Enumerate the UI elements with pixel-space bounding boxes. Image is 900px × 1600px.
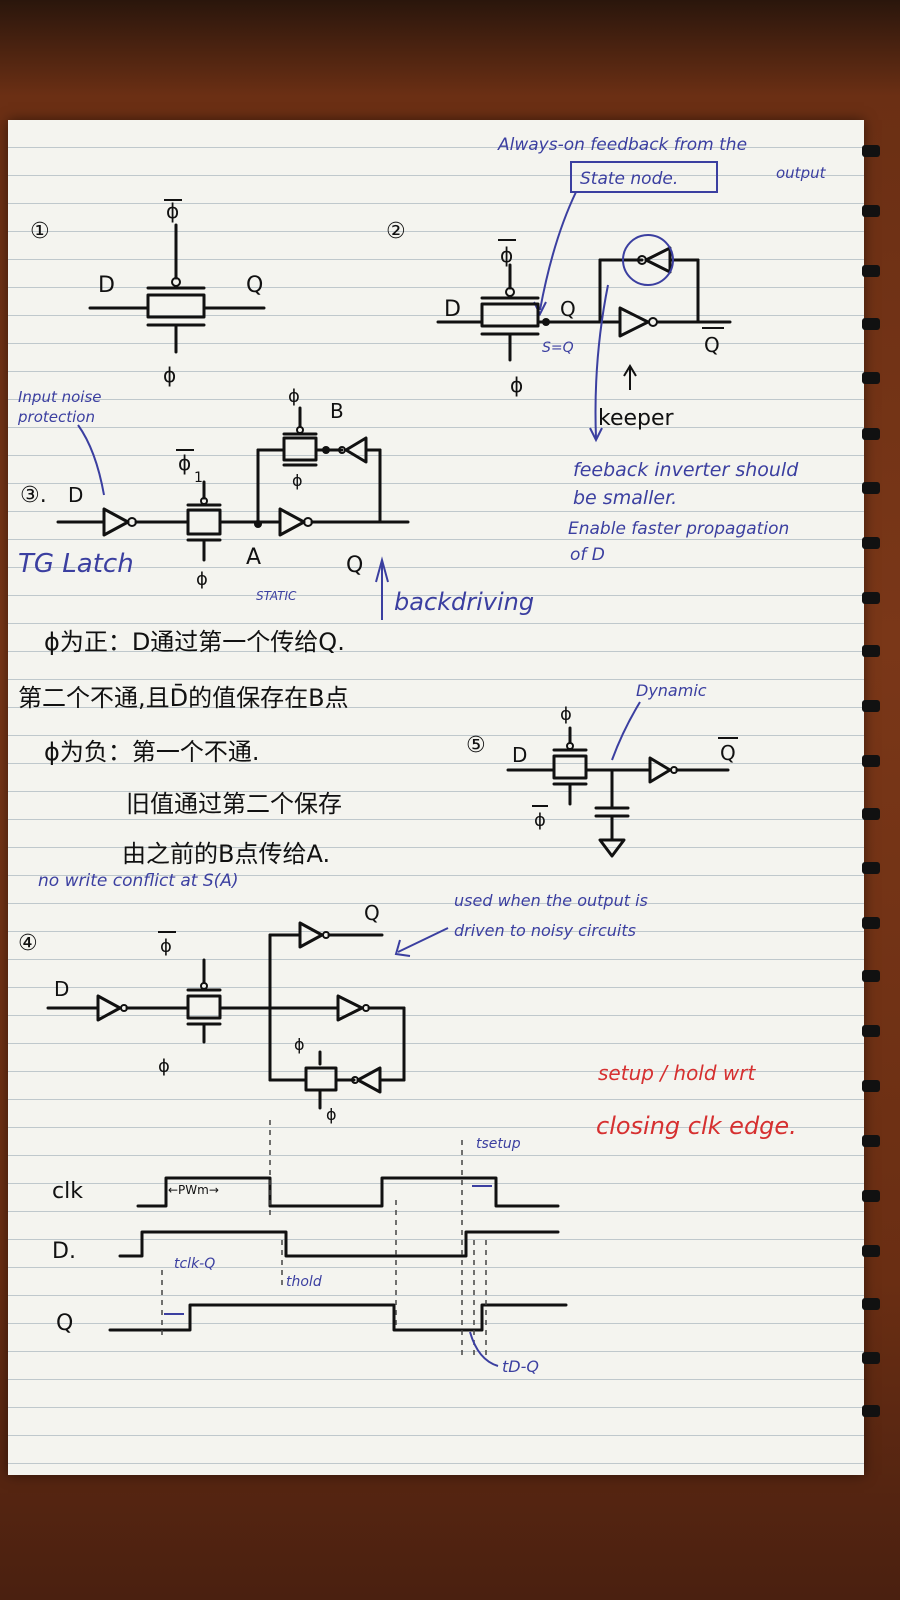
pw-label: ←PWm→: [168, 1183, 219, 1197]
note-used-when-2: driven to noisy circuits: [454, 921, 636, 940]
note-input-noise: Input noise: [18, 388, 102, 406]
svg-text:D: D: [68, 483, 83, 507]
label-4: ④: [18, 931, 38, 956]
svg-text:Q: Q: [364, 901, 380, 925]
svg-text:ϕ: ϕ: [158, 1056, 170, 1077]
red-note-1: setup / hold wrt: [598, 1061, 756, 1085]
cn-note-4: 旧值通过第二个保存: [126, 790, 342, 818]
red-note-2: closing clk edge.: [596, 1112, 797, 1140]
tsetup-label: tsetup: [476, 1136, 521, 1152]
svg-text:Q: Q: [346, 553, 363, 578]
svg-text:Q: Q: [560, 297, 576, 321]
notebook-page: ① ϕ D Q ϕ ② Always-on feedback from the …: [8, 120, 864, 1475]
svg-text:ϕ: ϕ: [196, 569, 208, 590]
note-fb-small-2: be smaller.: [573, 487, 677, 509]
note-fb-small-1: feeback inverter should: [573, 459, 799, 481]
note-state-node: State node.: [580, 169, 678, 189]
svg-text:ϕ: ϕ: [326, 1105, 337, 1124]
note-feedback: Always-on feedback from the: [497, 135, 747, 155]
ruled-lines: [8, 120, 864, 1475]
cn-note-3: ϕ为负：第一个不通.: [44, 738, 259, 766]
label-5: ⑤: [466, 733, 486, 758]
dynamic-latch-circuit: ϕ ϕ D Q: [506, 704, 738, 858]
cn-note-5: 由之前的B点传给A.: [122, 840, 330, 868]
svg-text:B: B: [330, 399, 344, 423]
tg-circuit-1: ϕ D Q ϕ: [88, 199, 266, 387]
q-label: Q: [246, 273, 263, 298]
label-2: ②: [386, 219, 406, 244]
note-feedback-output: output: [776, 164, 827, 182]
note-no-write: no write conflict at S(A): [38, 871, 239, 891]
note-backdriving: backdriving: [394, 588, 534, 616]
tg-circuit-2: ϕ D Q S=Q ϕ Q: [436, 234, 732, 397]
spiral-binding: [862, 0, 882, 1600]
label-3: ③.: [20, 483, 47, 508]
svg-text:ϕ: ϕ: [160, 936, 172, 957]
svg-text:ϕ: ϕ: [178, 451, 191, 475]
note-s-eq-q: S=Q: [542, 340, 574, 356]
timing-diagram: clk ←PWm→ D. Q tclk-Q thold tsetup tD-Q: [52, 1120, 568, 1376]
note-fb-small-3: Enable faster propagation: [568, 519, 789, 539]
cn-note-1: ϕ为正：D通过第一个传给Q.: [44, 628, 345, 656]
d-label: D: [98, 273, 115, 298]
note-protection: protection: [17, 408, 95, 426]
svg-text:ϕ: ϕ: [288, 386, 300, 407]
note-static: STATIC: [256, 589, 297, 603]
tclk-q-label: tclk-Q: [174, 1256, 215, 1272]
svg-text:ϕ: ϕ: [510, 373, 523, 397]
svg-text:D: D: [512, 743, 527, 767]
phibar-label: ϕ: [166, 199, 179, 223]
note-tg-latch: TG Latch: [18, 549, 134, 579]
svg-text:1: 1: [194, 470, 203, 486]
note-fb-small-4: of D: [570, 545, 605, 565]
svg-text:ϕ: ϕ: [500, 243, 513, 267]
tg-latch-circuit: ϕ 1 ϕ A STATIC Q ϕ ϕ: [56, 386, 410, 603]
svg-text:ϕ: ϕ: [292, 471, 303, 490]
svg-text:A: A: [246, 545, 261, 570]
timing-d-label: D.: [52, 1239, 76, 1264]
svg-text:Q: Q: [720, 741, 736, 765]
schematic-drawing: ① ϕ D Q ϕ ② Always-on feedback from the …: [17, 135, 827, 1376]
svg-text:D: D: [444, 297, 461, 322]
thold-label: thold: [286, 1274, 322, 1290]
phi-label: ϕ: [163, 363, 176, 387]
note-used-when-1: used when the output is: [454, 891, 648, 910]
svg-text:Q: Q: [704, 333, 720, 357]
buffered-latch-circuit: D ϕ ϕ Q ϕ: [46, 901, 406, 1124]
label-1: ①: [30, 219, 50, 244]
td-q-label: tD-Q: [502, 1357, 539, 1376]
timing-q-label: Q: [56, 1311, 73, 1336]
svg-text:ϕ: ϕ: [560, 704, 572, 725]
note-dynamic: Dynamic: [636, 681, 707, 700]
svg-text:D: D: [54, 977, 69, 1001]
svg-text:ϕ: ϕ: [534, 810, 546, 831]
timing-clk-label: clk: [52, 1179, 83, 1204]
note-keeper: keeper: [598, 406, 675, 431]
svg-text:ϕ: ϕ: [294, 1035, 305, 1054]
cn-note-2: 第二个不通,且D̄的值保存在B点: [18, 683, 349, 712]
